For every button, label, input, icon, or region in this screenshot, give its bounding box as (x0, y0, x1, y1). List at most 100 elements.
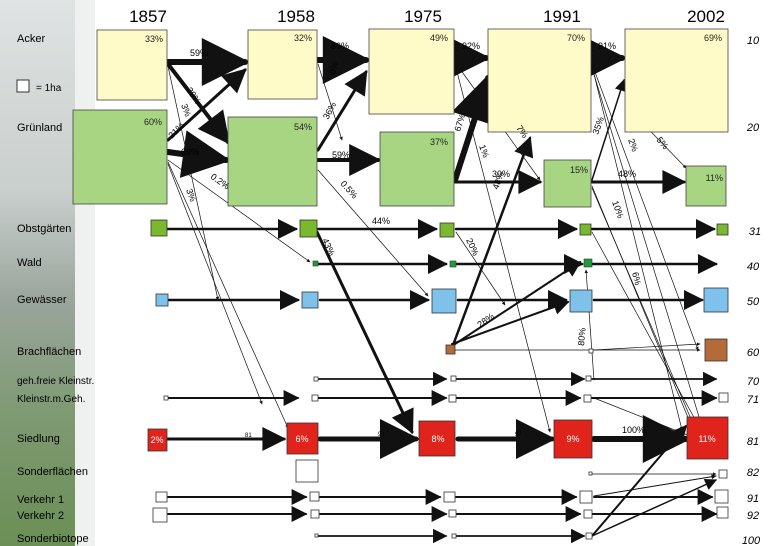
category-label-brachflaechen: Brachflächen (17, 346, 81, 358)
category-code-91: 91 (747, 493, 759, 505)
gruenland-box-2002 (685, 165, 727, 207)
gewaesser-box-1975 (431, 288, 457, 314)
flow-label: 5% (654, 135, 670, 151)
kleinstr-frei-box-1991 (585, 375, 592, 382)
category-code-31: 31 (749, 226, 761, 238)
category-label-geh-freie-kleinstr: geh.freie Kleinstr. (17, 376, 94, 387)
category-label-sonderflaechen: Sonderflächen (17, 466, 88, 478)
kleinstr-geh-box-2002 (718, 392, 729, 403)
flow-label: 35% (590, 115, 606, 135)
category-label-verkehr-1: Verkehr 1 (17, 494, 64, 506)
flow-label: 91 (378, 432, 385, 438)
flow-label: 6% (630, 271, 643, 286)
wald-box-1991 (583, 258, 593, 268)
flow-arrow (591, 67, 701, 421)
category-label-verkehr-2: Verkehr 2 (17, 510, 64, 522)
year-1991: 1991 (543, 7, 581, 26)
verkehr1-box-1958 (309, 491, 320, 502)
acker-box-1975 (368, 28, 455, 115)
siedlung-label-2002: 11% (698, 434, 715, 444)
siedlung-box-2002 (686, 416, 729, 460)
flow-label: 3% (184, 187, 198, 203)
flow-label: 48% (618, 169, 636, 179)
gewaesser-box-1857 (155, 293, 169, 307)
verkehr2-box-1958 (310, 509, 320, 519)
flow-arrow (591, 424, 688, 537)
flow-label: 28% (475, 311, 495, 330)
gewaesser-box-1991 (569, 289, 593, 313)
flow-arrow (454, 79, 486, 176)
category-code-10: 10 (747, 35, 760, 47)
sonderbiotope-box-1958 (314, 533, 319, 538)
verkehr1-box-1975 (443, 491, 456, 503)
flow-arrow (167, 161, 289, 429)
flow-label: 10% (610, 199, 626, 219)
category-label-kleinstr-m-geh: Kleinstr.m.Geh. (17, 394, 85, 405)
category-label-siedlung: Siedlung (17, 433, 60, 445)
flow-arrow (167, 159, 311, 263)
acker-box-1991 (487, 28, 592, 133)
acker-label-1857: 33% (145, 34, 163, 44)
flow-arrow (593, 342, 701, 351)
flow-label: 92% (462, 41, 480, 51)
siedlung-label-1958: 6% (295, 434, 308, 444)
obst-box-1991 (579, 223, 592, 236)
flow-arrow (591, 478, 718, 537)
legend-unit-label: = 1ha (36, 83, 62, 94)
flow-arrow (593, 474, 717, 497)
flow-label: 2% (626, 137, 640, 153)
verkehr2-box-1975 (448, 509, 457, 518)
flow-arrow (591, 63, 699, 351)
flow-label: 86% (331, 41, 349, 51)
gruenland-box-1857 (72, 109, 168, 205)
flow-arrow (165, 130, 231, 178)
flow-label: 20% (464, 237, 481, 258)
flow-arrow (591, 187, 701, 441)
verkehr2-box-1857 (152, 507, 168, 523)
flow-label: 30% (492, 169, 510, 179)
verkehr1-box-1857 (155, 491, 168, 503)
flow-arrow (584, 269, 595, 381)
year-1958: 1958 (277, 7, 315, 26)
flow-label: 91% (598, 41, 616, 51)
siedlung-box-1991 (553, 419, 593, 459)
gewaesser-box-1958 (301, 291, 319, 309)
gruenland-label-1991: 15% (570, 165, 588, 175)
flow-arrow (317, 169, 429, 297)
flow-label: 0% (327, 60, 340, 75)
flow-arrow (316, 69, 368, 152)
flow-label: 100% (622, 425, 645, 435)
kleinstr-frei-box-1975 (450, 375, 457, 382)
category-code-70: 70 (747, 376, 760, 388)
gruenland-label-1975: 37% (430, 137, 448, 147)
flow-label: 80% (576, 327, 588, 346)
category-code-71: 71 (747, 394, 759, 406)
wald-box-1958 (312, 260, 319, 267)
flow-arrow (166, 68, 247, 142)
sonderflaechen-box-2002 (718, 469, 728, 479)
flow-label: 3% (179, 102, 193, 118)
year-1975: 1975 (404, 7, 442, 26)
siedlung-label-1857: 2% (150, 435, 163, 445)
obst-box-2002 (716, 223, 729, 236)
verkehr1-box-2002 (714, 489, 729, 504)
acker-label-1975: 49% (430, 33, 448, 43)
verkehr2-box-2002 (716, 506, 729, 519)
category-code-92: 92 (747, 510, 759, 522)
year-2002: 2002 (687, 7, 725, 26)
kleinstr-frei-box-1958 (313, 376, 319, 382)
siedlung-box-1857 (147, 428, 168, 452)
flow-label: 97 (515, 432, 522, 438)
flow-arrow (166, 62, 230, 145)
siedlung-label-1991: 9% (566, 434, 579, 444)
flow-arrow (451, 261, 582, 347)
category-label-gruenland: Grünland (17, 122, 62, 134)
flow-arrow (591, 231, 703, 433)
siedlung-box-1958 (286, 422, 319, 455)
sonderbiotope-box-1991 (585, 532, 593, 540)
category-code-20: 20 (746, 122, 760, 134)
gruenland-box-1975 (379, 131, 455, 207)
obst-box-1857 (150, 219, 168, 237)
acker-box-1857 (96, 29, 168, 101)
